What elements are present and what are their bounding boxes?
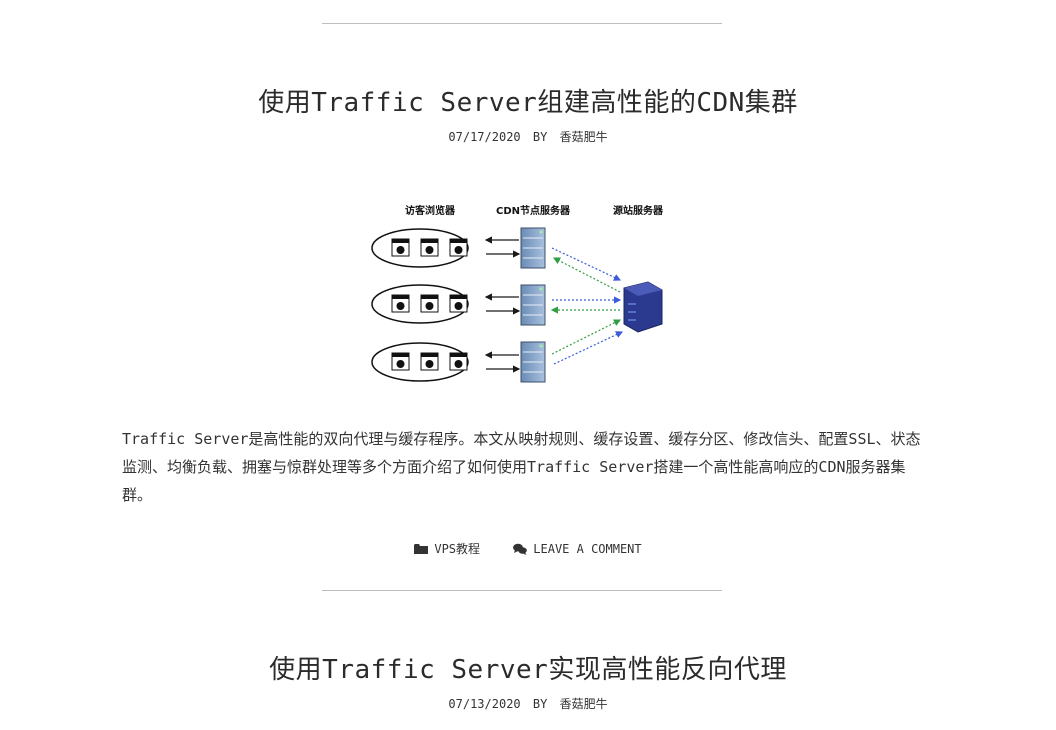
category-label: VPS教程 bbox=[434, 542, 481, 556]
cdn-node-server-2 bbox=[520, 284, 546, 326]
leave-comment-link[interactable]: LEAVE A COMMENT bbox=[513, 541, 642, 556]
top-divider bbox=[322, 23, 722, 24]
folder-icon bbox=[414, 543, 429, 554]
post-author-link[interactable]: 香菇肥牛 bbox=[559, 130, 608, 144]
post-footer-meta: VPS教程 LEAVE A COMMENT bbox=[0, 540, 1056, 558]
post-meta-2: 07/13/2020 BY 香菇肥牛 bbox=[0, 695, 1056, 712]
post-author-link-2[interactable]: 香菇肥牛 bbox=[559, 697, 608, 711]
post-title-link-2[interactable]: 使用Traffic Server实现高性能反向代理 bbox=[269, 655, 787, 685]
browser-cdn-arrows bbox=[484, 236, 521, 373]
post-date-2[interactable]: 07/13/2020 bbox=[448, 697, 521, 711]
by-label-2: BY bbox=[532, 697, 548, 711]
browser-group-3 bbox=[371, 342, 469, 382]
post-excerpt: Traffic Server是高性能的双向代理与缓存程序。本文从映射规则、缓存设… bbox=[122, 430, 921, 504]
browser-group-1 bbox=[371, 228, 469, 268]
cdn-diagram-image[interactable]: 访客浏览器 CDN节点服务器 源站服务器 bbox=[362, 196, 682, 396]
post-date[interactable]: 07/17/2020 bbox=[448, 130, 521, 144]
by-label: BY bbox=[532, 130, 548, 144]
column-label-browsers: 访客浏览器 bbox=[405, 204, 456, 217]
comment-label: LEAVE A COMMENT bbox=[533, 541, 642, 556]
cdn-node-server-1 bbox=[520, 227, 546, 269]
cdn-node-server-3 bbox=[520, 341, 546, 383]
column-label-cdn: CDN节点服务器 bbox=[496, 204, 571, 217]
post-divider bbox=[322, 590, 722, 591]
origin-server bbox=[623, 281, 663, 333]
post-meta: 07/17/2020 BY 香菇肥牛 bbox=[0, 128, 1056, 145]
column-label-origin: 源站服务器 bbox=[613, 204, 664, 217]
category-link[interactable]: VPS教程 bbox=[414, 540, 480, 557]
comments-icon bbox=[513, 543, 528, 555]
post-title-link[interactable]: 使用Traffic Server组建高性能的CDN集群 bbox=[258, 88, 798, 118]
cdn-origin-arrows bbox=[550, 247, 624, 365]
browser-group-2 bbox=[371, 284, 469, 324]
